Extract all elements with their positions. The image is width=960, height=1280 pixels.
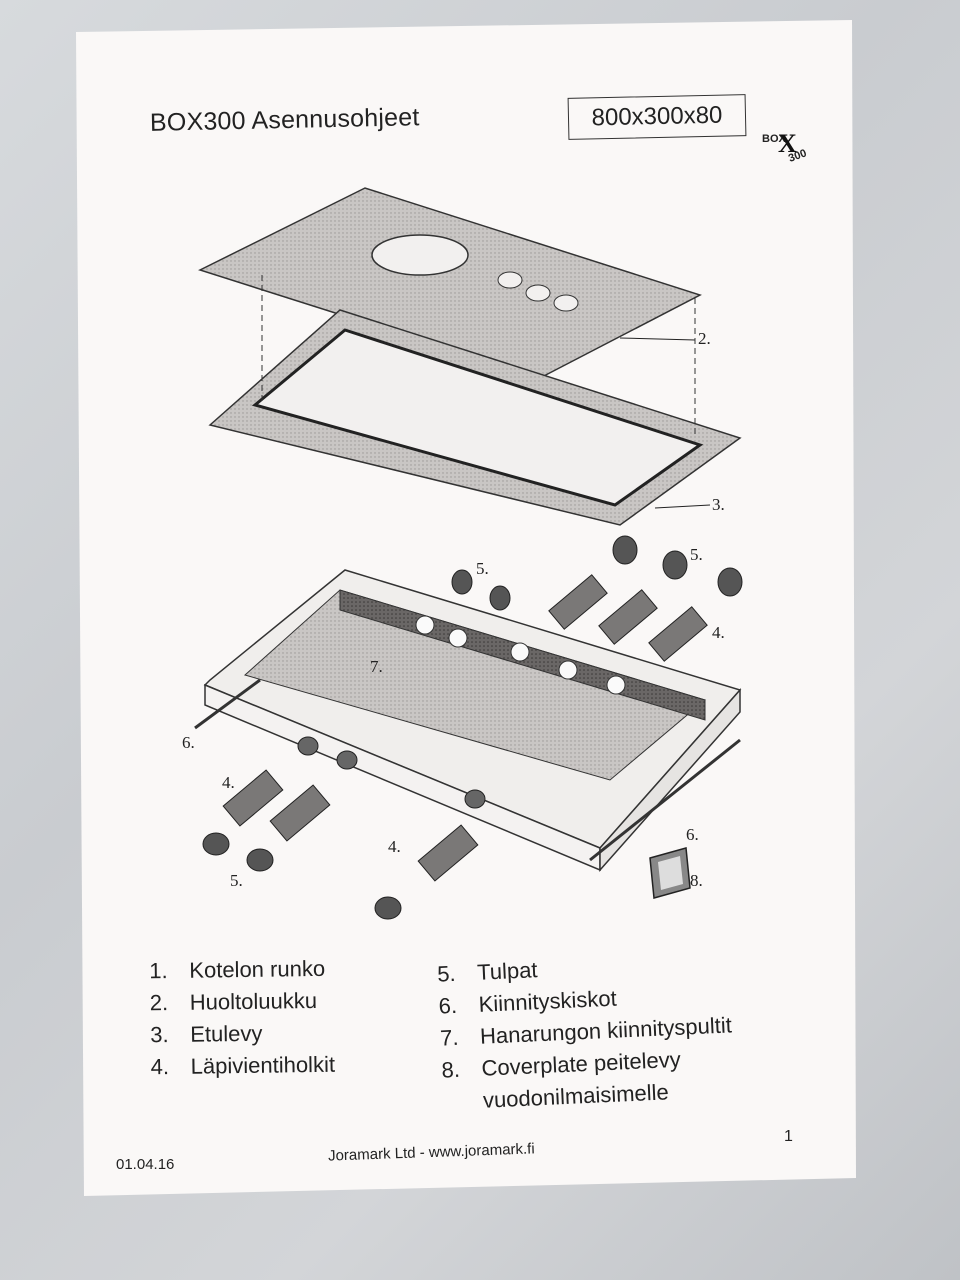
coverplate	[649, 847, 691, 899]
legend-label: Läpivientiholkit	[190, 1051, 336, 1079]
callout-8: 8.	[690, 871, 703, 890]
legend-number: 4.	[150, 1054, 170, 1080]
callout-4-lower: 4.	[388, 837, 401, 856]
callout-5-upper-left: 5.	[476, 559, 489, 578]
page-number: 1	[784, 1128, 793, 1145]
legend-item: 3. Etulevy	[150, 1017, 335, 1052]
callout-4-left: 4.	[222, 773, 235, 792]
legend-item: 2. Huoltoluukku	[150, 985, 335, 1020]
legend-number: 6.	[438, 992, 458, 1019]
legend-number: 2.	[149, 990, 169, 1016]
grommets-and-plugs-bottom	[202, 736, 486, 920]
grommets-and-plugs-top	[451, 535, 743, 662]
legend-label: Tulpat	[476, 957, 539, 985]
callout-7: 7.	[370, 657, 383, 676]
legend-number: 7.	[439, 1024, 460, 1051]
legend-label: Kotelon runko	[189, 955, 326, 983]
dimensions-box: 800x300x80	[567, 94, 747, 140]
callout-6-left: 6.	[182, 733, 195, 752]
callout-5-upper-right: 5.	[690, 545, 703, 564]
parts-legend-left: 1. Kotelon runko 2. Huoltoluukku 3. Etulevy…	[149, 953, 335, 1084]
footer-date: 01.04.16	[116, 1156, 175, 1173]
parts-legend-right: 5.Tulpat 6.Kiinnityskiskot 7.Hanarungon …	[437, 945, 736, 1118]
legend-number: 5.	[436, 960, 457, 987]
page-title: BOX300 Asennusohjeet	[149, 103, 420, 137]
svg-text:X: X	[778, 129, 797, 158]
logo-text-bottom: 300	[787, 147, 808, 164]
enclosure-body	[194, 569, 742, 872]
callout-3: 3.	[712, 495, 725, 514]
legend-number: 8.	[441, 1056, 461, 1083]
box300-logo: BOX X 300	[762, 129, 808, 164]
front-plate-frame	[208, 275, 742, 526]
legend-label: Etulevy	[190, 1020, 263, 1047]
logo-text-top: BOX	[762, 133, 787, 145]
legend-item: 4. Läpivientiholkit	[150, 1049, 335, 1084]
callout-5-lower: 5.	[230, 871, 243, 890]
legend-number: 3.	[150, 1022, 169, 1048]
dimensions-text: 800x300x80	[591, 101, 723, 132]
exploded-diagram: 2. 3. 5. 5. 4. 7. 6. 4. 5. 4. 6. 8.	[182, 187, 743, 920]
callout-4-upper: 4.	[712, 623, 725, 642]
callout-6-right: 6.	[686, 825, 699, 844]
legend-number: 1.	[149, 958, 168, 984]
legend-label: Huoltoluukku	[189, 987, 318, 1015]
callout-2: 2.	[698, 329, 711, 348]
legend-item: 1. Kotelon runko	[149, 953, 334, 988]
